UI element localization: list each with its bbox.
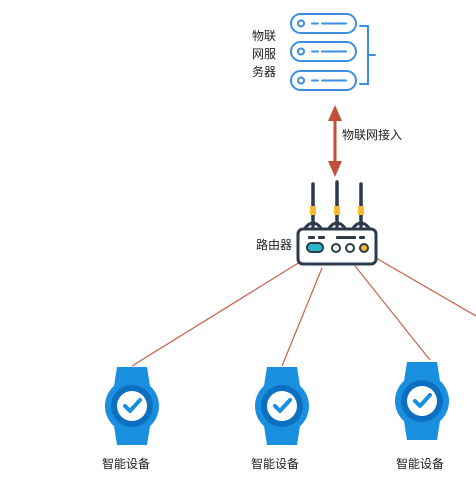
smartwatch-icon	[395, 362, 449, 440]
device-label: 智能设备	[251, 457, 300, 471]
checkmark-icon	[123, 398, 142, 413]
device-label: 智能设备	[396, 457, 445, 471]
checkmark-icon	[413, 393, 432, 408]
server-icon	[290, 13, 376, 91]
device-label: 智能设备	[102, 457, 151, 471]
link-label: 物联网接入	[342, 128, 403, 142]
smartwatch-icon	[105, 367, 159, 445]
checkmark-icon	[273, 398, 292, 413]
double-arrow-icon	[328, 105, 342, 177]
connection-lines	[131, 257, 476, 367]
router-icon	[296, 180, 378, 266]
smartwatch-icon	[255, 367, 309, 445]
connection-line-device-1	[131, 261, 301, 367]
connection-line-device-3	[354, 265, 431, 361]
connection-line-offscreen	[375, 257, 476, 317]
server-label: 物联网服务器	[252, 29, 277, 79]
connection-line-device-2	[281, 267, 323, 367]
router-label: 路由器	[256, 238, 293, 252]
